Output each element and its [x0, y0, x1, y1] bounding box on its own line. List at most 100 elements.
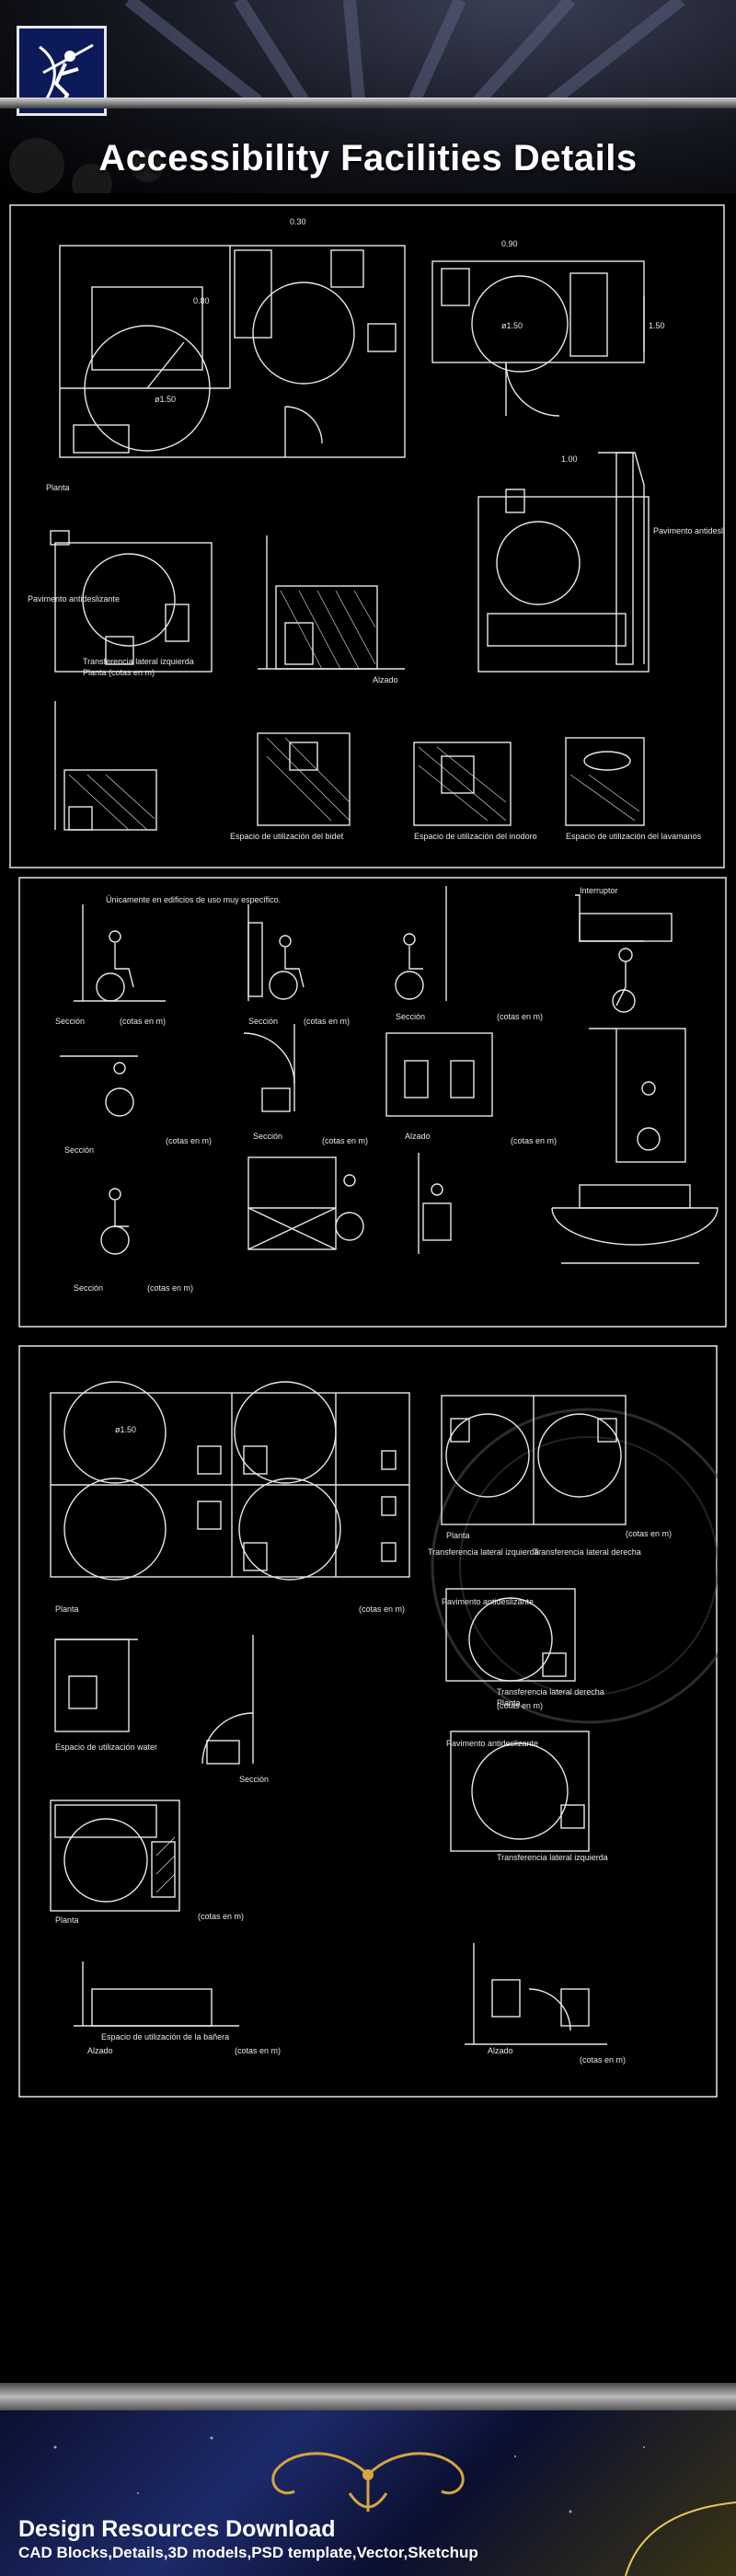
wheelchair-toilet-section [243, 1024, 295, 1112]
antislip-label: Pavimento antideslizante [653, 526, 725, 535]
antislip-label: Pavimento antideslizante [442, 1597, 534, 1606]
plan-label: Planta [497, 1698, 521, 1708]
cotes-label: (cotas en m) [580, 2055, 626, 2064]
cotes-label: (cotas en m) [511, 1136, 557, 1145]
panel-border [18, 1345, 718, 2098]
header-banner [0, 0, 736, 193]
switch-section [575, 894, 673, 1013]
urinal-elevation [385, 1032, 493, 1117]
plan-bathtub [50, 1800, 180, 1912]
transfer-label: Transferencia lateral izquierda [83, 657, 194, 666]
plan-label: Planta [446, 1531, 470, 1540]
espacio-water-label: Espacio de utilización water [55, 1742, 157, 1752]
alzado-label: Alzado [405, 1132, 431, 1141]
transfer-label: Transferencia lateral derecha [497, 1687, 604, 1696]
lift-cab-section [589, 1028, 686, 1163]
alzado-label: Alzado [373, 675, 398, 684]
espacio-bidet-elevation [54, 701, 645, 831]
shower-seat-elevation [418, 1153, 452, 1254]
dim-label: 1.50 [649, 321, 665, 330]
floor-plan-transfer-left [50, 530, 213, 673]
golden-spiral-icon [625, 2501, 736, 2576]
wheelchair-reach-section [100, 1188, 130, 1255]
cotes-label: (cotas en m) [166, 1136, 212, 1145]
section-bath-detail [477, 452, 650, 673]
title-divider [0, 98, 736, 109]
panel-bathroom-plans: 0.30 0.80 0.90 1.50 1.00 ø1.50 ø1.50 Pla… [9, 204, 725, 868]
seccion-label: Sección [74, 1283, 103, 1293]
ornament-icon [271, 2452, 465, 2512]
footer-banner [0, 2410, 736, 2576]
seccion-label: Sección [253, 1132, 282, 1141]
panel-accessible-toilets: Planta (cotas en m) Planta (cotas en m) … [18, 1345, 718, 2098]
plan-transfer-left-small [450, 1731, 590, 1852]
plan-cotes-label: Planta (cotas en m) [83, 668, 155, 677]
espacio-banera-elevation [74, 1961, 239, 2027]
plan-label: Planta [46, 483, 70, 492]
watermark-ring-icon [459, 1436, 718, 1696]
seccion-label: Sección [64, 1145, 94, 1155]
seccion-label: Sección [239, 1775, 269, 1784]
page-title: Accessibility Facilities Details [98, 138, 638, 178]
transfer-label: Transferencia lateral izquierda [497, 1853, 608, 1862]
alzado-label: Alzado [488, 2046, 513, 2055]
header-ray-graphic [9, 0, 685, 193]
espacio-inodoro-label: Espacio de utilización del inodoro [414, 832, 537, 841]
footer-graphic [53, 2436, 736, 2576]
turning-circle-label: ø1.50 [115, 1425, 136, 1434]
note-label: Únicamente en edificios de uso muy espec… [106, 895, 281, 904]
transfer-label: Transferencia lateral izquierda [428, 1547, 539, 1557]
dim-label: 0.30 [290, 217, 306, 226]
cotes-label: (cotas en m) [626, 1529, 672, 1538]
seccion-label: Sección [248, 1017, 278, 1026]
detail-label: Interruptor [580, 886, 618, 895]
seccion-door-swing [201, 1635, 254, 1765]
cotes-label: (cotas en m) [304, 1017, 350, 1026]
footer-divider [0, 2383, 736, 2410]
transfer-label: Transferencia lateral derecha [534, 1547, 641, 1557]
cotes-label: (cotas en m) [198, 1912, 244, 1921]
espacio-water-elevation [54, 1639, 138, 1732]
ornament-center-icon [362, 2469, 374, 2480]
seccion-label: Sección [396, 1012, 425, 1021]
dim-label: 0.90 [501, 239, 518, 248]
wheelchair-section-3 [395, 886, 447, 1001]
basin-plan [551, 1184, 719, 1264]
footer-title: Design Resources Download [18, 2516, 336, 2542]
cotes-label: (cotas en m) [322, 1136, 368, 1145]
watermark-ring-icon [431, 1408, 718, 1724]
floor-plan-public-toilets [50, 1381, 410, 1581]
panel-border [9, 204, 725, 868]
seccion-label: Sección [55, 1017, 85, 1026]
wheelchair-section-1 [74, 904, 166, 1002]
turning-circle-label: ø1.50 [155, 395, 176, 404]
wheelchair-section-2 [247, 904, 305, 1001]
espacio-bidet-label: Espacio de utilización del bidet [230, 832, 344, 841]
reception-counter-section [247, 1156, 364, 1250]
alzado-wc-right [465, 1943, 607, 2045]
cotes-label: (cotas en m) [497, 1012, 543, 1021]
plan-label: Planta [55, 1915, 79, 1925]
antislip-label: Pavimento antideslizante [28, 594, 120, 604]
plan-label: Planta [55, 1604, 79, 1614]
floor-plan-bathroom-right [431, 260, 645, 417]
cotes-label: (cotas en m) [359, 1604, 405, 1614]
espacio-banera-label: Espacio de utilización de la bañera [101, 2032, 229, 2041]
elevation-wc [258, 535, 405, 670]
dim-label: 0.80 [193, 296, 210, 305]
floor-plan-wc-pair [441, 1395, 627, 1525]
turning-circle-label: ø1.50 [501, 321, 523, 330]
alzado-label: Alzado [87, 2046, 113, 2055]
espacio-lavamanos-label: Espacio de utilización del lavamanos [566, 832, 702, 841]
cotes-label: (cotas en m) [147, 1283, 193, 1293]
dim-label: 1.00 [561, 454, 578, 464]
cotes-label: (cotas en m) [235, 2046, 281, 2055]
cotes-label: (cotas en m) [120, 1017, 166, 1026]
cotes-label: (cotas en m) [497, 1701, 543, 1710]
panel-wheelchair-sections: Únicamente en edificios de uso muy espec… [18, 877, 727, 1328]
footer-subtitle: CAD Blocks,Details,3D models,PSD templat… [18, 2544, 478, 2561]
panel-border [18, 877, 727, 1328]
floor-plan-bedroom-bath [59, 245, 406, 458]
antislip-label: Pavimento antideslizante [446, 1739, 538, 1748]
plan-transfer-right [445, 1588, 576, 1682]
